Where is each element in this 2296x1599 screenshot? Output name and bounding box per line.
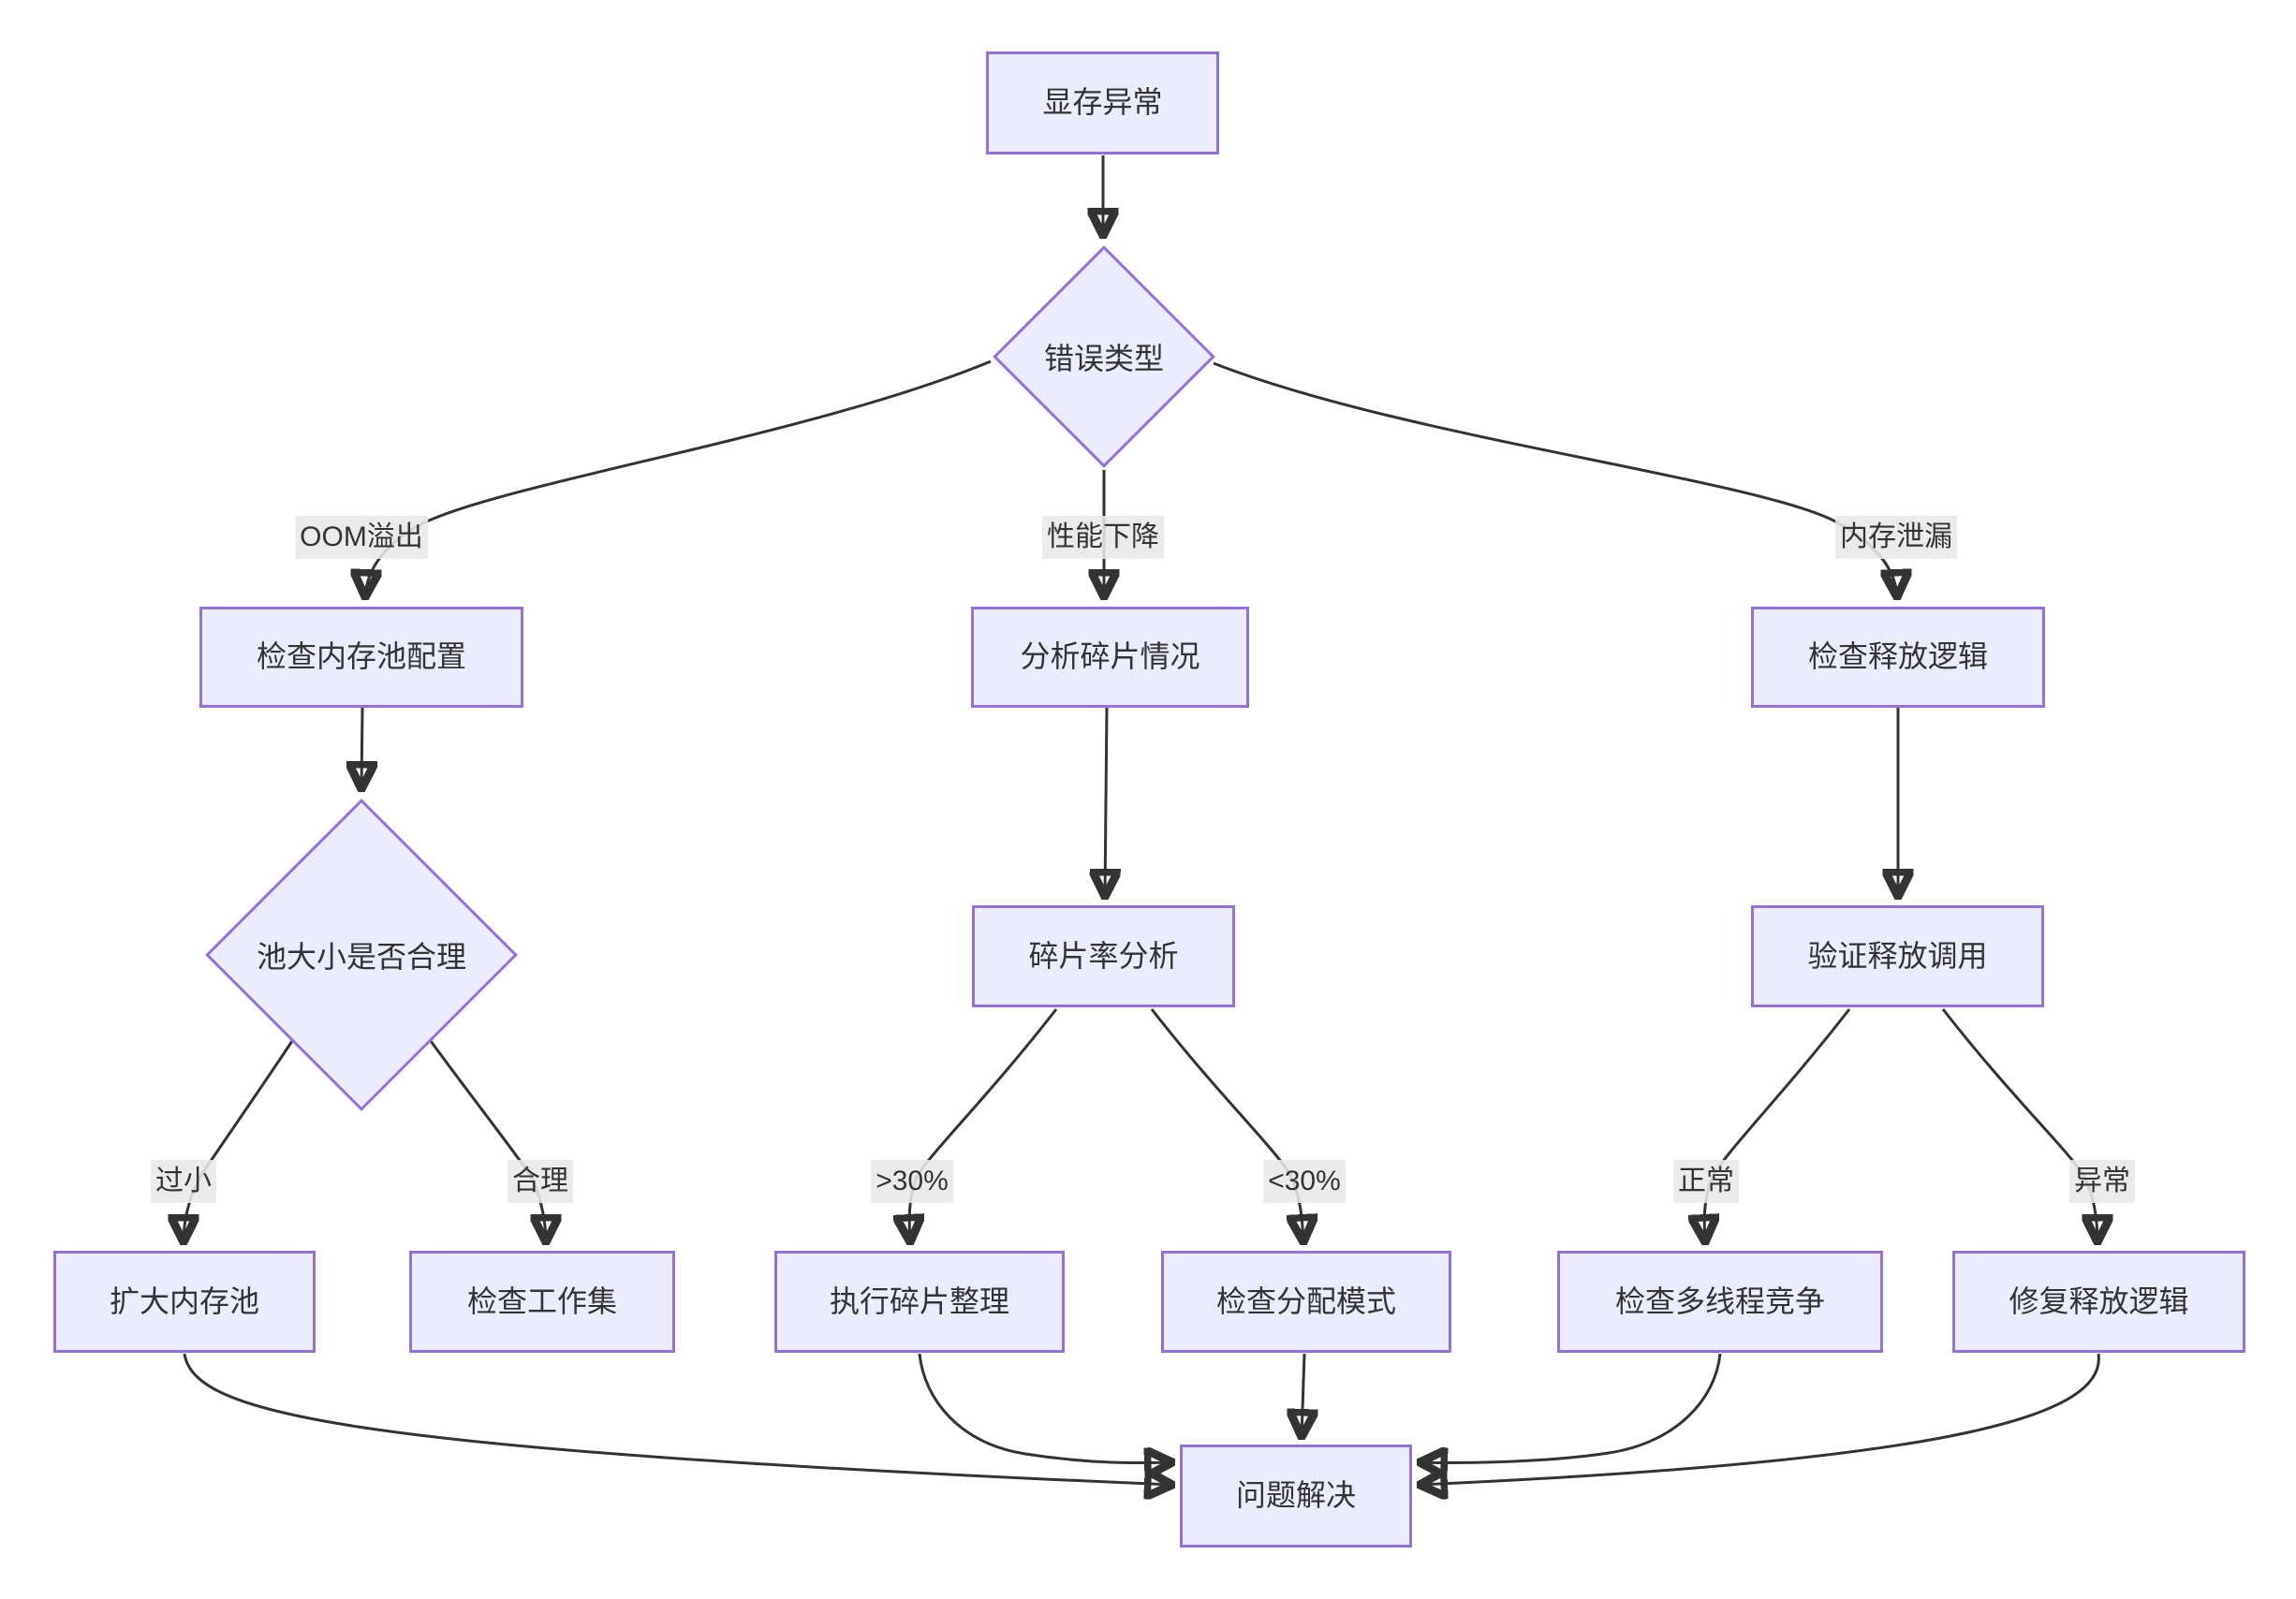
node-problem-solved: 问题解决 (1180, 1445, 1412, 1548)
edge-verify-calls-to-fix-release (1941, 1008, 2097, 1242)
edge-label-reasonable: 合理 (508, 1160, 573, 1203)
edge-label-memory-leak: 内存泄漏 (1835, 516, 1957, 559)
edge-frag-rate-to-allocation-pattern (1150, 1008, 1303, 1242)
edge-check-memory-pool-to-pool-size (361, 707, 362, 789)
node-check-working-set: 检查工作集 (409, 1251, 675, 1353)
node-analyze-fragmentation: 分析碎片情况 (971, 607, 1249, 708)
edge-verify-calls-to-multithread (1704, 1008, 1851, 1242)
edge-allocation-pattern-to-solved (1302, 1353, 1304, 1437)
node-perform-defragmentation: 执行碎片整理 (774, 1251, 1065, 1353)
node-fragmentation-rate-analysis: 碎片率分析 (972, 905, 1235, 1007)
edge-multithread-to-solved (1420, 1353, 1722, 1462)
edge-frag-rate-to-defragmentation (909, 1008, 1058, 1242)
edge-pool-size-to-working-set (429, 1040, 546, 1242)
edge-label-performance-degradation: 性能下降 (1042, 516, 1164, 559)
edge-error-type-to-check-memory-pool (365, 359, 992, 597)
node-verify-release-calls: 验证释放调用 (1751, 905, 2044, 1007)
edge-analyze-frag-to-frag-rate (1105, 707, 1107, 897)
node-expand-memory-pool: 扩大内存池 (53, 1251, 316, 1353)
edge-defragmentation-to-solved (918, 1353, 1172, 1463)
decision-error-type-label: 错误类型 (1043, 342, 1165, 375)
node-check-multithread-contention: 检查多线程竞争 (1557, 1251, 1883, 1353)
edge-fix-release-to-solved (1420, 1353, 2100, 1485)
decision-pool-size-label: 池大小是否合理 (256, 940, 467, 974)
node-check-memory-pool-config: 检查内存池配置 (199, 607, 523, 708)
node-fix-release-logic: 修复释放逻辑 (1952, 1251, 2245, 1353)
edge-label-gt-30-percent: >30% (871, 1160, 953, 1203)
edge-error-type-to-check-release-logic (1213, 361, 1897, 597)
edge-label-lt-30-percent: <30% (1263, 1160, 1346, 1203)
edge-label-abnormal: 异常 (2069, 1160, 2135, 1203)
edge-label-too-small: 过小 (151, 1160, 216, 1203)
node-check-allocation-pattern: 检查分配模式 (1161, 1251, 1451, 1353)
edge-pool-size-to-expand-pool (184, 1040, 294, 1242)
edge-label-normal: 正常 (1673, 1160, 1739, 1203)
node-check-release-logic: 检查释放逻辑 (1751, 607, 2045, 708)
edge-label-oom-overflow: OOM溢出 (295, 516, 428, 559)
node-gpu-memory-anomaly: 显存异常 (986, 51, 1219, 154)
edge-expand-pool-to-solved (183, 1353, 1172, 1485)
